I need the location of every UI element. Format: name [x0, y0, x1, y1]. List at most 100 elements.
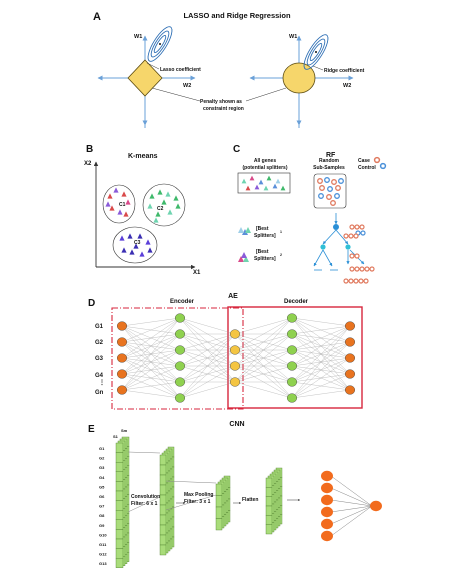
flatten-cell — [265, 487, 273, 497]
gene-triangle — [258, 179, 264, 185]
tree-leaf-sample — [358, 278, 364, 284]
conv-cell — [159, 474, 167, 486]
best-splitters-2: [Best Splitters] 2 — [238, 249, 282, 262]
gene-triangle — [263, 185, 269, 191]
cluster-3-point — [133, 243, 139, 249]
ae-connection — [234, 317, 293, 383]
tree-leaf-sample — [354, 266, 360, 272]
cluster-1-point — [125, 199, 131, 205]
cluster-2-point — [149, 193, 155, 199]
ridge-w1-label: W1 — [289, 34, 297, 40]
panel-b: B K-means X2 X1 C1 C2 C3 — [84, 144, 201, 276]
cnn-gene-label: G6 — [99, 494, 105, 499]
ridge-coefficient-label: Ridge coefficient — [324, 68, 365, 74]
dense-node — [321, 482, 333, 494]
ae-connection — [291, 325, 351, 351]
penalty-leader-left — [151, 87, 201, 102]
ae-connection — [121, 381, 181, 391]
best2-superscript: 2 — [280, 253, 282, 257]
gene-triangle — [249, 175, 255, 181]
cluster-3-point — [147, 247, 153, 253]
tree-leaf-sample — [359, 224, 365, 230]
input-cell — [115, 500, 124, 511]
sample-circle — [317, 178, 323, 184]
cluster-3-point — [139, 251, 145, 257]
ridge-plot: W1 W2 Ridge coefficient — [249, 34, 365, 128]
penalty-label-line1: Penalty shown as — [200, 99, 242, 105]
dense-node — [321, 530, 333, 542]
pool-cell — [215, 506, 223, 519]
tree-leaf-sample — [354, 224, 360, 230]
cnn-gene-label: G5 — [99, 484, 105, 489]
output-node — [345, 337, 356, 347]
input-node — [116, 369, 127, 379]
dense-connection — [330, 499, 373, 507]
tree-leaf-sample — [354, 253, 360, 259]
encoder-hidden-node — [174, 345, 185, 355]
tree-edge — [335, 229, 349, 245]
cluster-3-point — [137, 233, 143, 239]
ae-connection — [291, 373, 351, 399]
decoder-label: Decoder — [284, 299, 309, 305]
ae-connection — [234, 365, 293, 383]
all-genes-line1: All genes — [254, 158, 276, 164]
tree-leaf-sample — [359, 266, 365, 272]
ae-connection — [234, 381, 293, 399]
lasso-coefficient-label: Lasso coefficient — [160, 67, 201, 73]
sample-circle — [327, 186, 333, 192]
conv-window-bottom — [127, 496, 161, 513]
best2-line1: [Best — [256, 249, 269, 255]
ae-connection — [179, 333, 236, 399]
tree-leaf-sample — [349, 266, 355, 272]
tree-edge — [322, 249, 333, 267]
cnn-gene-label: G11 — [99, 542, 107, 547]
flatten-cell — [265, 515, 273, 525]
ae-connection — [179, 349, 236, 399]
tree-leaf-sample — [353, 233, 359, 239]
sample-circle — [331, 179, 337, 185]
tree-leaf-sample — [343, 278, 349, 284]
decoder-hidden-node — [287, 361, 298, 371]
ae-connection — [121, 317, 181, 359]
input-cell — [115, 558, 124, 569]
kmeans-y-label: X2 — [84, 161, 92, 167]
ae-connection — [179, 333, 236, 383]
cnn-gene-label: G4 — [99, 475, 105, 480]
dense-node — [321, 506, 333, 518]
cluster-1-point — [105, 201, 111, 207]
cluster-2-point — [155, 211, 161, 217]
ae-connection — [179, 381, 236, 399]
gene-triangle — [254, 184, 260, 190]
tree-leaf-sample — [349, 224, 355, 230]
cluster-3-point — [121, 247, 127, 253]
cluster-3-boundary — [112, 226, 158, 264]
cnn-flatten-stack — [265, 467, 283, 535]
sample-circle — [335, 185, 341, 191]
cnn-conv-stack — [159, 446, 175, 556]
panel-c: C RF All genes (potential splitters) Ran… — [233, 144, 387, 284]
cnn-gene-label: G12 — [99, 552, 107, 557]
encoder-hidden-node — [174, 361, 185, 371]
sample-circle — [330, 200, 336, 206]
conv-cell — [159, 504, 167, 516]
tree-leaf-sample — [348, 233, 354, 239]
legend-control-label: Control — [358, 165, 376, 171]
conv-cell — [159, 544, 167, 556]
bottleneck-node — [229, 377, 240, 387]
ae-connection — [121, 389, 181, 399]
centroid-1-label: C1 — [119, 202, 126, 208]
final-output-node — [370, 500, 382, 512]
cnn-pool-stack — [215, 475, 231, 531]
panel-d: D AE Encoder Decoder G1 G2 G3 G4 ⋮ Gn — [88, 293, 363, 410]
pool-label-line2: Filter: 3 x 1 — [184, 499, 211, 505]
ae-connection — [234, 317, 293, 367]
ridge-optimum — [315, 51, 317, 53]
decision-tree — [313, 213, 375, 284]
flatten-label: Flatten — [242, 497, 258, 503]
cnn-gene-label: G13 — [99, 561, 107, 566]
ae-connection — [121, 365, 181, 391]
panel-d-title: AE — [228, 293, 238, 300]
ae-connection — [121, 317, 181, 391]
ae-connection — [291, 357, 351, 399]
